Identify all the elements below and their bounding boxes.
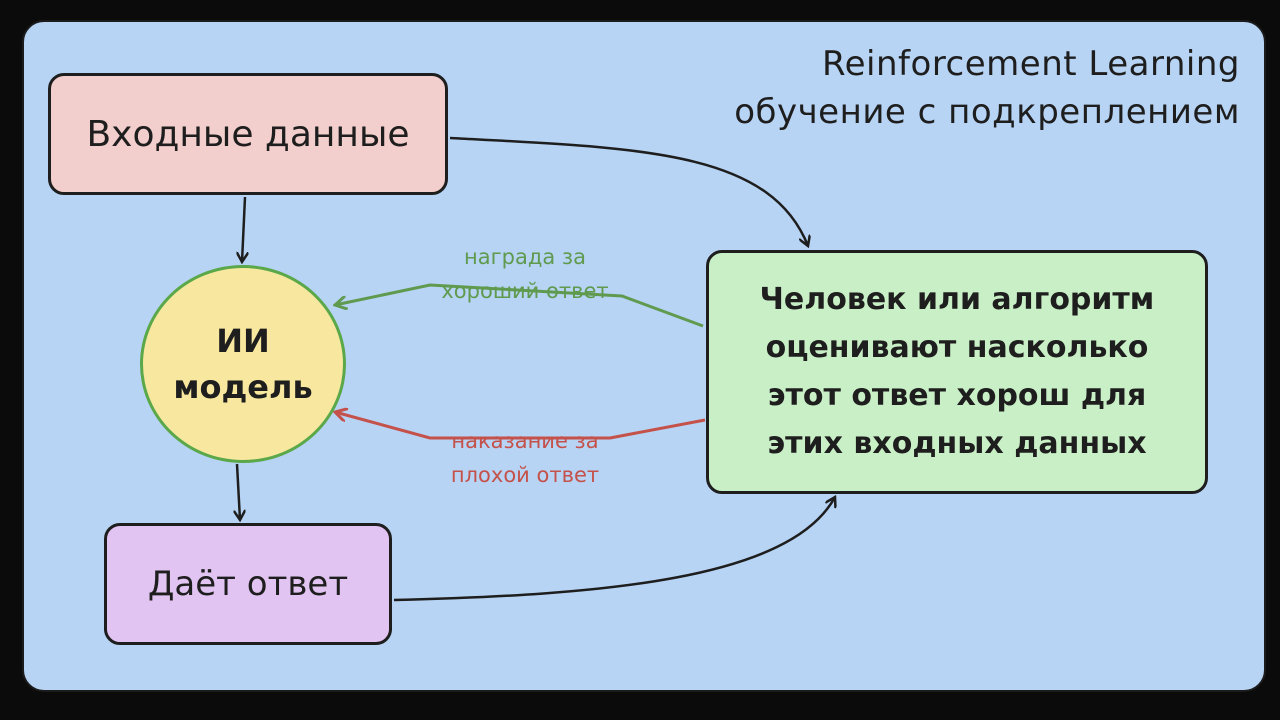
ai-model-label-line1: ИИ: [216, 322, 270, 360]
arrow-input-to-evaluator: [449, 136, 808, 246]
penalty-label-line1: наказание за: [451, 429, 599, 453]
ai-model-node: ИИ модель: [140, 265, 346, 463]
penalty-label-line2: плохой ответ: [450, 463, 600, 487]
reward-label: награда за хороший ответ: [422, 240, 628, 308]
evaluator-node: Человек или алгоритм оценивают насколько…: [706, 250, 1208, 494]
arrow-model-to-answer: [237, 463, 240, 520]
reward-label-line1: награда за: [464, 245, 586, 269]
reward-label-line2: хороший ответ: [441, 279, 609, 303]
title-russian: обучение с подкреплением: [734, 92, 1240, 132]
input-data-label: Входные данные: [86, 113, 410, 155]
arrow-reward: [335, 283, 704, 328]
penalty-label: наказание за плохой ответ: [420, 424, 630, 492]
input-data-node: Входные данные: [48, 73, 448, 195]
arrow-answer-to-evaluator: [393, 497, 835, 602]
title-english: Reinforcement Learning: [822, 44, 1240, 84]
evaluator-line: оценивают насколько: [765, 330, 1149, 365]
evaluator-line: этих входных данных: [767, 426, 1147, 461]
arrow-input-to-model: [242, 196, 245, 262]
arrow-penalty: [335, 412, 706, 440]
diagram-title: Reinforcement Learning обучение с подкре…: [734, 40, 1240, 136]
answer-node: Даёт ответ: [104, 523, 392, 645]
evaluator-line: этот ответ хорош для: [767, 378, 1147, 413]
answer-label: Даёт ответ: [147, 564, 349, 604]
ai-model-label-line2: модель: [173, 368, 313, 406]
evaluator-line: Человек или алгоритм: [759, 282, 1155, 317]
